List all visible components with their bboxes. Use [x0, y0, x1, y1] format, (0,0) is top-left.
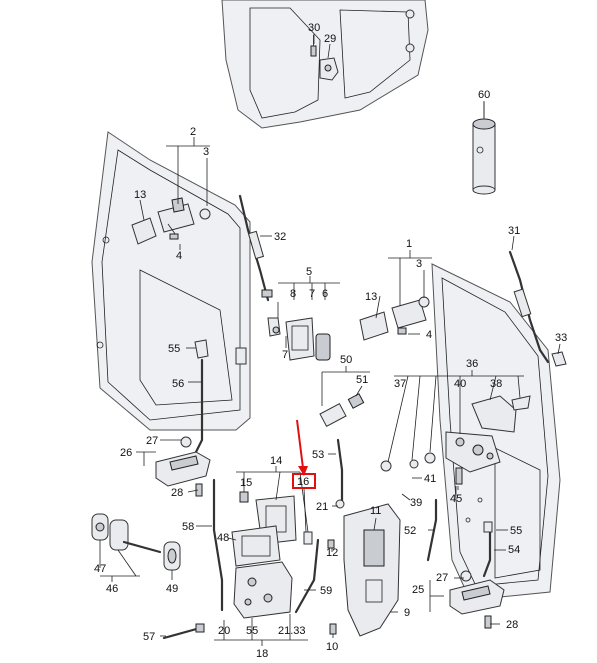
- label-4-right: 4: [426, 329, 432, 341]
- part-10-screw: [329, 623, 337, 635]
- part-32-rod: [238, 194, 273, 302]
- label-12: 12: [326, 547, 338, 559]
- label-60: 60: [478, 89, 490, 101]
- label-50: 50: [340, 354, 352, 366]
- label-21: 21: [316, 501, 328, 513]
- label-10: 10: [326, 641, 338, 653]
- label-2: 2: [190, 126, 196, 138]
- label-31: 31: [508, 225, 520, 237]
- label-8: 8: [290, 288, 296, 300]
- part-46-cylinder: [109, 519, 162, 554]
- label-48: 48: [217, 532, 229, 544]
- part-52-rod: [426, 498, 438, 562]
- label-21-33: 21.33: [278, 625, 306, 637]
- label-52: 52: [404, 525, 416, 537]
- label-3-right: 3: [416, 258, 422, 270]
- part-18-lower-lock: [233, 561, 293, 619]
- label-47: 47: [94, 563, 106, 575]
- part-12-screw: [327, 539, 335, 549]
- label-32: 32: [274, 231, 286, 243]
- label-3-left: 3: [203, 146, 209, 158]
- callout-labels: 30 29 60 2 3 13 32 4 1 31 3 5 8 7 6 13 4…: [94, 22, 567, 660]
- label-18: 18: [256, 648, 268, 660]
- label-37: 37: [394, 378, 406, 390]
- label-28-right: 28: [506, 619, 518, 631]
- part-49-seal: [163, 541, 181, 571]
- label-45: 45: [450, 493, 462, 505]
- label-46: 46: [106, 583, 118, 595]
- part-11-lock-housing: [343, 503, 401, 637]
- part-48-bracket: [231, 525, 281, 567]
- label-14: 14: [270, 455, 282, 467]
- label-28-left: 28: [171, 487, 183, 499]
- label-49: 49: [166, 583, 178, 595]
- part-13-left: [131, 217, 157, 245]
- label-4-left: 4: [176, 250, 182, 262]
- part-5-handle-group: [267, 317, 331, 361]
- part-29-striker: [319, 57, 339, 81]
- part-31-rod: [508, 250, 550, 364]
- label-53: 53: [312, 449, 324, 461]
- label-27-right: 27: [436, 572, 448, 584]
- label-54: 54: [508, 544, 520, 556]
- part-33-clip: [551, 351, 567, 367]
- label-11: 11: [370, 505, 381, 517]
- highlight-box: [292, 473, 316, 489]
- label-59: 59: [320, 585, 332, 597]
- label-13-left: 13: [134, 189, 146, 201]
- label-15: 15: [240, 477, 252, 489]
- highlight-arrow: [296, 419, 308, 476]
- part-47-cover: [91, 513, 109, 541]
- label-55-bottom: 55: [246, 625, 258, 637]
- part-30-screw: [310, 35, 317, 57]
- label-27-left: 27: [146, 435, 158, 447]
- label-1: 1: [406, 238, 412, 250]
- label-55-left: 55: [168, 343, 180, 355]
- label-58: 58: [182, 521, 194, 533]
- part-53-rod: [335, 438, 345, 509]
- label-6: 6: [322, 288, 328, 300]
- part-60-grease-can: [472, 101, 496, 195]
- label-29: 29: [324, 33, 336, 45]
- label-13-right: 13: [365, 291, 377, 303]
- label-56: 56: [172, 378, 184, 390]
- part-16-clip: [303, 531, 313, 545]
- label-5: 5: [306, 266, 312, 278]
- right-door-frame: [431, 263, 561, 601]
- label-33: 33: [555, 332, 567, 344]
- part-59-rod: [294, 538, 320, 614]
- part-50-lock-cylinder: [319, 393, 365, 428]
- label-39: 39: [410, 497, 422, 509]
- part-58-rod: [212, 478, 224, 612]
- label-36: 36: [466, 358, 478, 370]
- label-30: 30: [308, 22, 320, 34]
- label-38: 38: [490, 378, 502, 390]
- label-51: 51: [356, 374, 368, 386]
- part-1-right-handle: [359, 296, 430, 341]
- label-7-bottom: 7: [282, 349, 288, 361]
- leader-lines: [99, 34, 561, 646]
- part-54-rod: [482, 521, 493, 578]
- label-26: 26: [120, 447, 132, 459]
- part-55-56-left: [194, 339, 209, 454]
- label-7-top: 7: [309, 288, 315, 300]
- label-57: 57: [143, 631, 155, 643]
- part-25-hinge-right: [449, 570, 505, 629]
- label-41: 41: [424, 473, 436, 485]
- label-40: 40: [454, 378, 466, 390]
- part-57-bolt: [162, 623, 205, 640]
- label-9: 9: [404, 607, 410, 619]
- label-25: 25: [412, 584, 424, 596]
- part-26-hinge-left: [155, 436, 211, 497]
- label-20: 20: [218, 625, 230, 637]
- left-door-frame: [91, 131, 251, 431]
- label-55-right: 55: [510, 525, 522, 537]
- label-16: 16: [297, 476, 309, 488]
- part-36-lock-mechanism: [380, 395, 531, 485]
- part-2-left-handle: [157, 197, 211, 240]
